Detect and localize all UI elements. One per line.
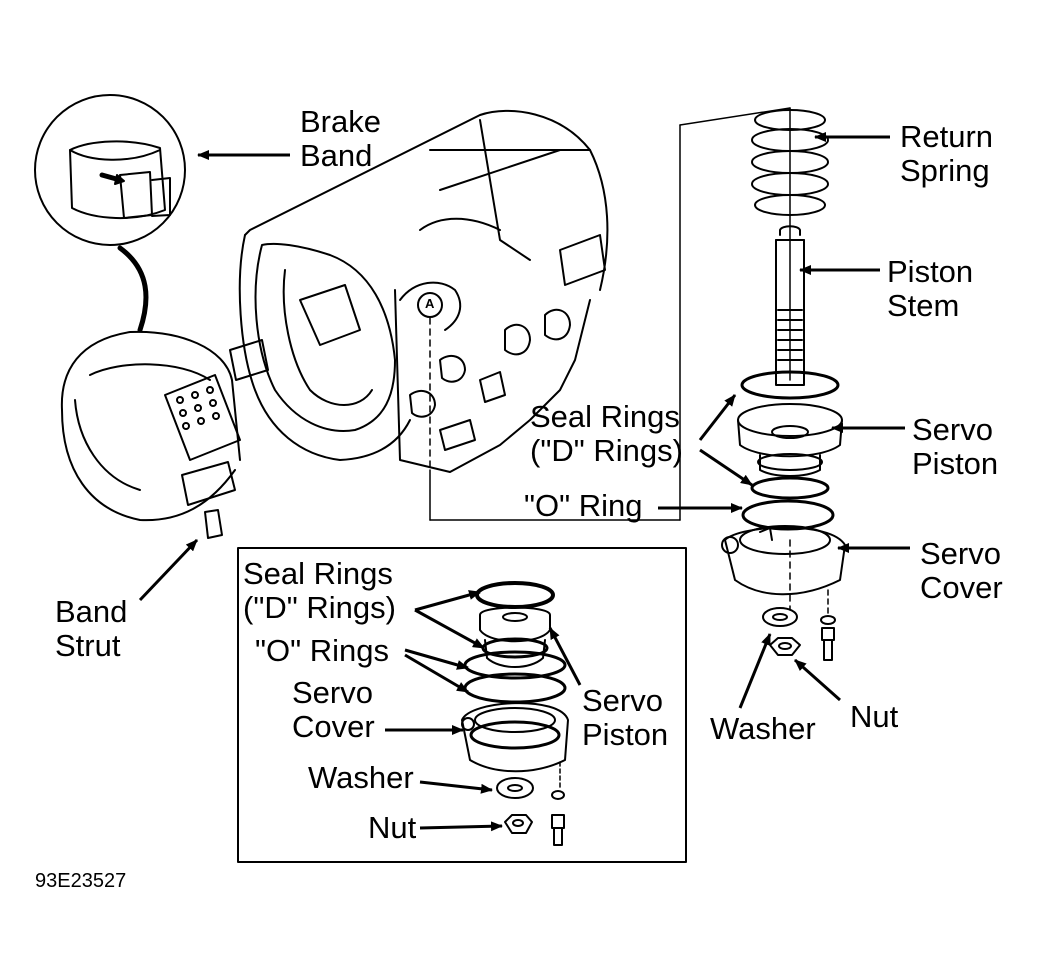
servo-cover-drawing: [721, 525, 846, 596]
return-spring-drawing: [751, 109, 829, 216]
label-seal-rings-main: Seal Rings("D" Rings): [530, 399, 683, 468]
label-nut-main: Nut: [850, 699, 899, 734]
brake-band-drawing: [60, 330, 241, 522]
reference-marker-letter: A: [425, 296, 435, 311]
label-nut-inset: Nut: [368, 810, 417, 845]
nut-main-drawing: [769, 637, 801, 656]
label-o-ring-main: "O" Ring: [524, 488, 643, 523]
brake-band-detail-circle: [34, 94, 186, 246]
piston-stem-drawing: [775, 225, 805, 386]
o-ring-main: [741, 499, 835, 531]
label-seal-rings-inset: Seal Rings("D" Rings): [243, 556, 396, 625]
band-strut-drawing: [204, 509, 223, 539]
reference-marker-circle: [417, 292, 443, 318]
label-o-rings-inset: "O" Rings: [255, 633, 389, 668]
label-washer-inset: Washer: [308, 760, 414, 795]
seal-ring-lower: [750, 476, 830, 500]
leader-arrows: [138, 132, 910, 832]
figure-code: 93E23527: [35, 870, 127, 892]
inset-servo-assembly-drawing: [461, 581, 569, 846]
servo-piston-drawing: [737, 403, 843, 477]
seal-ring-upper: [740, 370, 840, 400]
washer-main-drawing: [762, 607, 798, 627]
inset-box: [237, 547, 687, 863]
detail-connector-swoosh: [117, 245, 149, 333]
bolt-main-drawing: [820, 615, 836, 661]
transmission-case-drawing: [229, 109, 609, 473]
label-washer-main: Washer: [710, 711, 816, 746]
